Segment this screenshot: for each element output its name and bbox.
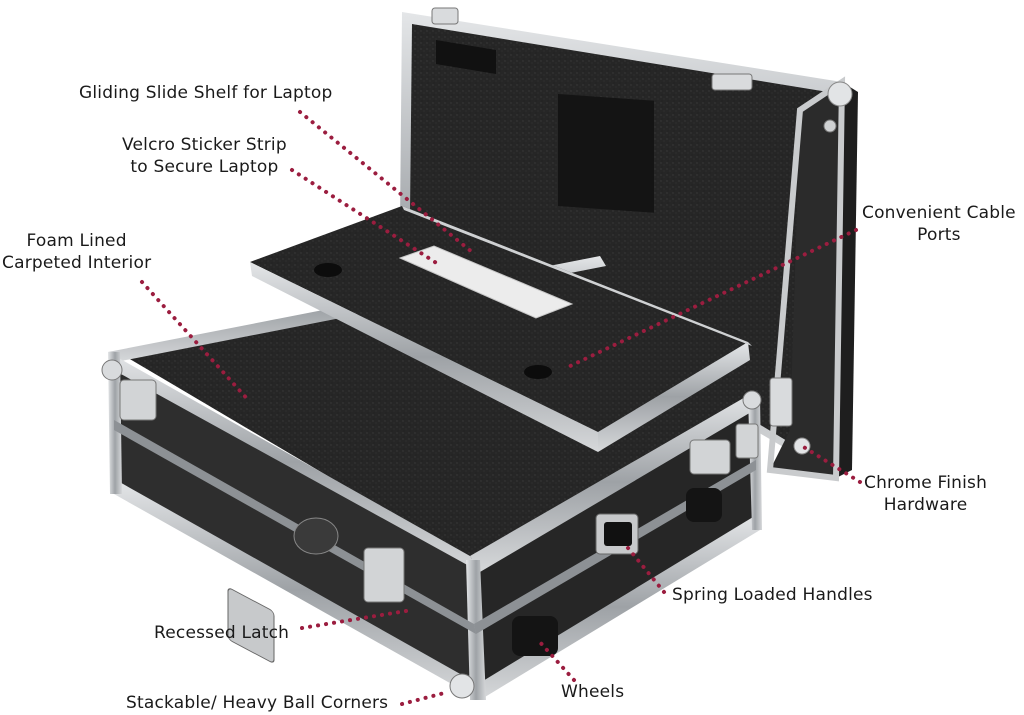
laptop-slide-shelf bbox=[250, 206, 752, 452]
callout-chrome-hardware-line-1: Chrome Finish bbox=[864, 473, 988, 493]
callout-foam-interior: Foam Lined Carpeted Interior bbox=[2, 230, 151, 274]
leader-velcro-strip bbox=[290, 168, 440, 266]
callout-wheels: Wheels bbox=[561, 681, 624, 703]
callout-leaders bbox=[140, 110, 862, 706]
callout-ball-corners-line-1: Stackable/ Heavy Ball Corners bbox=[126, 693, 389, 713]
callout-foam-interior-line-1: Foam Lined bbox=[26, 231, 127, 251]
callout-spring-handles: Spring Loaded Handles bbox=[672, 584, 873, 606]
callout-slide-shelf: Gliding Slide Shelf for Laptop bbox=[79, 82, 332, 104]
leader-foam-interior bbox=[140, 280, 252, 404]
callout-slide-shelf-line-1: Gliding Slide Shelf for Laptop bbox=[79, 83, 333, 103]
callout-recessed-latch-line-1: Recessed Latch bbox=[154, 623, 290, 643]
leader-wheels bbox=[536, 638, 576, 682]
callout-velcro-strip: Velcro Sticker Strip to Secure Laptop bbox=[122, 134, 287, 178]
leader-chrome-hardware bbox=[800, 444, 862, 484]
callout-wheels-line-1: Wheels bbox=[561, 682, 625, 702]
leader-recessed-latch bbox=[300, 608, 414, 630]
leader-slide-shelf bbox=[298, 110, 474, 254]
leader-spring-handles bbox=[626, 546, 666, 594]
callout-chrome-hardware: Chrome Finish Hardware bbox=[864, 472, 987, 516]
callout-foam-interior-line-2: Carpeted Interior bbox=[2, 253, 152, 273]
callout-spring-handles-line-1: Spring Loaded Handles bbox=[672, 585, 873, 605]
callout-velcro-strip-line-2: to Secure Laptop bbox=[130, 157, 279, 177]
callout-cable-ports-line-2: Ports bbox=[917, 225, 961, 245]
callout-velcro-strip-line-1: Velcro Sticker Strip bbox=[122, 135, 287, 155]
callout-cable-ports: Convenient Cable Ports bbox=[862, 202, 1016, 246]
callout-cable-ports-line-1: Convenient Cable bbox=[862, 203, 1016, 223]
callout-chrome-hardware-line-2: Hardware bbox=[883, 495, 968, 515]
case-hardware bbox=[101, 359, 762, 699]
callout-ball-corners: Stackable/ Heavy Ball Corners bbox=[126, 692, 388, 714]
leader-cable-ports bbox=[564, 228, 858, 370]
leader-ball-corners bbox=[400, 690, 450, 706]
callout-recessed-latch: Recessed Latch bbox=[154, 622, 289, 644]
